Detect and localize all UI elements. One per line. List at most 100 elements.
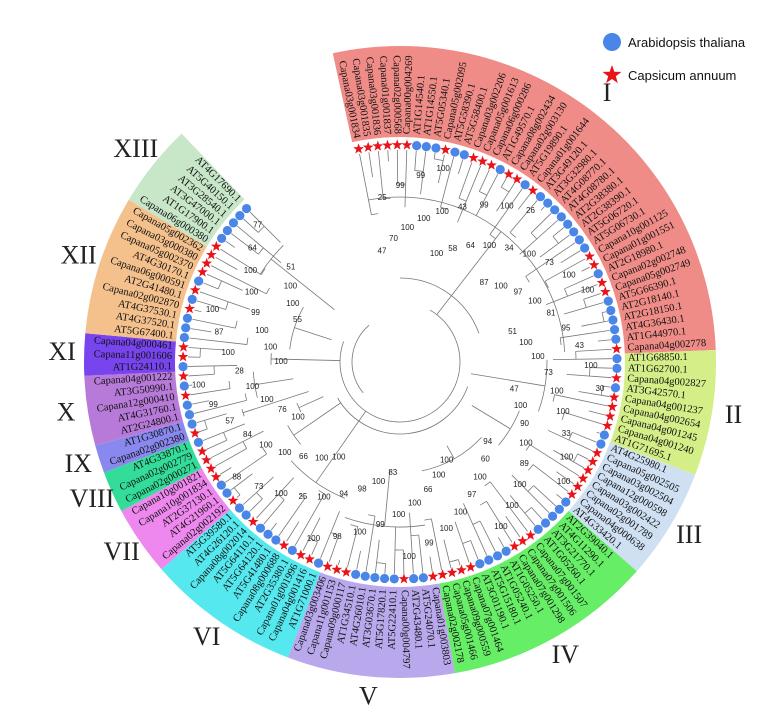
- branch: [190, 388, 231, 396]
- bootstrap-value: 100: [513, 480, 527, 489]
- branch: [489, 481, 528, 532]
- bootstrap-value: 70: [389, 234, 398, 243]
- arabidopsis-marker: [556, 212, 566, 222]
- bootstrap-value: 100: [437, 164, 451, 173]
- arabidopsis-marker: [313, 558, 324, 568]
- bootstrap-value: 98: [333, 532, 342, 541]
- bootstrap-value: 66: [424, 485, 433, 494]
- capsicum-marker: [468, 152, 479, 163]
- capsicum-marker: [295, 549, 307, 560]
- bootstrap-value: 100: [417, 214, 431, 223]
- clade-arc: [235, 320, 238, 329]
- branch: [553, 449, 584, 469]
- branch: [572, 431, 597, 443]
- clade-arc: [528, 464, 534, 471]
- clade-arc: [414, 170, 424, 172]
- clade-bands: [83, 46, 716, 678]
- branch: [404, 150, 408, 208]
- leaf-label: Capana00g004797: [399, 590, 411, 669]
- clade-arc: [462, 540, 471, 544]
- arabidopsis-marker: [222, 488, 232, 498]
- arabidopsis-marker: [569, 227, 579, 237]
- bootstrap-value: 43: [458, 202, 467, 211]
- bootstrap-value: 100: [332, 452, 346, 461]
- bootstrap-value: 34: [505, 244, 514, 253]
- branch: [196, 300, 226, 310]
- bootstrap-value: 98: [358, 485, 367, 494]
- branch: [547, 429, 593, 452]
- bootstrap-value: 100: [192, 381, 206, 390]
- branch: [578, 391, 610, 397]
- clade-arc: [544, 281, 549, 288]
- arabidopsis-marker: [603, 296, 613, 306]
- bootstrap-value: 25: [378, 193, 387, 202]
- arabidopsis-marker: [360, 571, 370, 581]
- capsicum-marker: [437, 569, 448, 580]
- bootstrap-value: 73: [545, 258, 554, 267]
- capsicum-marker: [201, 454, 212, 465]
- bootstrap-value: 100: [372, 477, 386, 486]
- clade-label: V: [359, 681, 378, 705]
- branch: [196, 413, 227, 423]
- bootstrap-values: 4725709910099100100100100435899641001002…: [192, 164, 605, 561]
- capsicum-marker: [525, 529, 536, 540]
- branch: [320, 511, 340, 559]
- arabidopsis-marker: [235, 210, 245, 221]
- clade-arc: [244, 393, 248, 401]
- clade-arc: [559, 337, 562, 346]
- leaf-label: AT1G14540.1: [412, 75, 428, 135]
- branch: [270, 522, 277, 531]
- capsicum-marker: [177, 351, 189, 362]
- bootstrap-value: 100: [317, 492, 331, 501]
- arabidopsis-marker: [450, 147, 460, 157]
- capsicum-marker: [322, 560, 333, 572]
- bootstrap-value: 100: [430, 249, 444, 258]
- bootstrap-value: 47: [378, 246, 387, 255]
- capsicum-marker: [486, 159, 497, 170]
- clade-arc: [298, 493, 306, 499]
- clade-arc: [257, 225, 265, 233]
- bootstrap-value: 100: [494, 281, 508, 290]
- arabidopsis-marker: [612, 354, 622, 364]
- bootstrap-value: 64: [248, 243, 257, 252]
- capsicum-marker: [596, 277, 608, 288]
- arabidopsis-marker: [580, 243, 590, 253]
- capsicum-marker: [608, 391, 620, 402]
- branch: [560, 250, 581, 264]
- clade-arc: [458, 197, 467, 202]
- clade-arc: [480, 500, 487, 506]
- bootstrap-value: 100: [550, 387, 564, 396]
- bootstrap-value: 64: [466, 241, 475, 250]
- capsicum-marker: [427, 570, 439, 582]
- bootstrap-value: 100: [315, 454, 329, 463]
- branch: [215, 448, 247, 467]
- clade-arc: [344, 517, 426, 528]
- arabidopsis-marker: [533, 524, 543, 534]
- branch: [270, 258, 335, 310]
- branch: [263, 499, 285, 525]
- branch: [194, 309, 202, 313]
- branch: [311, 541, 318, 555]
- branch: [546, 284, 598, 306]
- bootstrap-value: 100: [221, 348, 235, 357]
- branch: [414, 150, 417, 171]
- leaf-label: Capana04g002778: [627, 338, 706, 354]
- capsicum-marker: [517, 535, 528, 546]
- capsicum-marker: [189, 427, 201, 438]
- branch: [286, 521, 300, 542]
- capsicum-marker: [353, 143, 364, 154]
- arabidopsis-marker: [193, 437, 204, 447]
- legend: Arabidopsis thaliana Capsicum annuum: [602, 33, 746, 84]
- arabidopsis-marker: [389, 574, 399, 584]
- arabidopsis-marker: [187, 294, 197, 305]
- bootstrap-value: 100: [584, 361, 598, 370]
- circle-icon: [603, 33, 621, 51]
- bootstrap-value: 100: [291, 412, 305, 421]
- arabidopsis-marker: [609, 324, 620, 335]
- branch: [539, 234, 570, 258]
- bootstrap-value: 100: [392, 510, 406, 519]
- arabidopsis-marker: [459, 150, 469, 160]
- branch: [454, 521, 470, 563]
- bootstrap-value: 66: [299, 452, 308, 461]
- branch: [581, 320, 609, 327]
